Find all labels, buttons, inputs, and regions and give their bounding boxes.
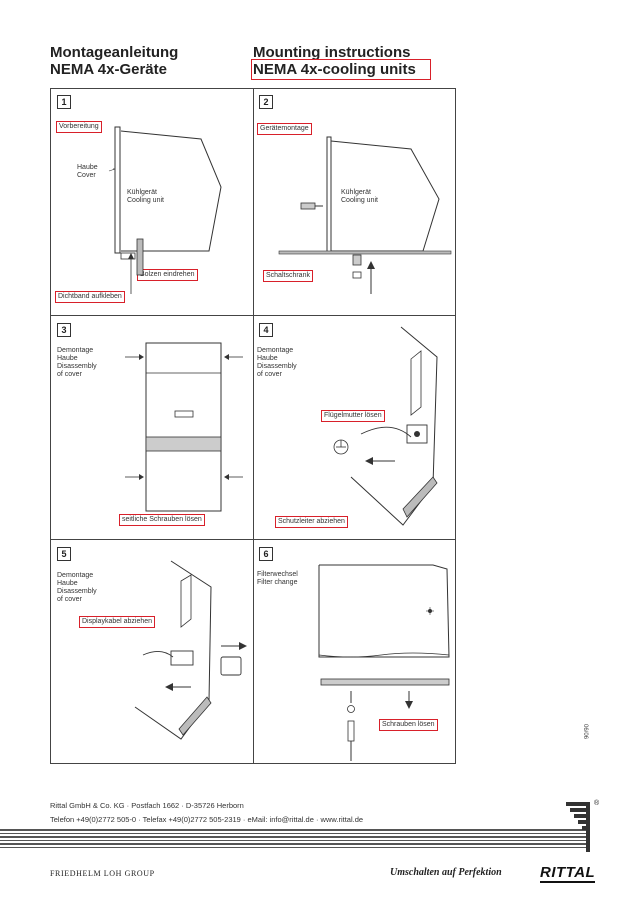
- grid-divider: [51, 539, 455, 540]
- slogan: Umschalten auf Perfektion: [390, 867, 502, 878]
- label-disassembly: Demontage Haube Disassembly of cover: [57, 572, 97, 603]
- footer-stripes: [0, 829, 590, 851]
- tag-screws: Schrauben lösen: [379, 719, 438, 731]
- label-hood: Haube Cover: [77, 164, 98, 179]
- title-en: Mounting instructions: [253, 44, 411, 61]
- group-name: FRIEDHELM LOH GROUP: [50, 869, 155, 878]
- panel-number: 6: [259, 547, 273, 561]
- illustration-display-cable: [134, 560, 247, 740]
- panel-number: 5: [57, 547, 71, 561]
- registered-mark: ®: [594, 800, 600, 807]
- tag-display-cable: Displaykabel abziehen: [79, 616, 156, 628]
- tag-wing-nut: Flügelmutter lösen: [321, 410, 385, 422]
- grid-divider: [51, 315, 455, 316]
- label-filter-change: Filterwechsel Filter change: [257, 571, 298, 586]
- illustration-cover-front: [125, 342, 243, 512]
- label-disassembly: Demontage Haube Disassembly of cover: [257, 347, 297, 378]
- tag-unit-mounting: Gerätemontage: [257, 123, 312, 135]
- grid-divider: [253, 89, 254, 763]
- panel-number: 2: [259, 95, 273, 109]
- label-unit: Kühlgerät Cooling unit: [127, 189, 164, 204]
- rittal-logo-icon: [566, 802, 590, 852]
- illustration-hood-unit: [108, 126, 222, 294]
- instruction-grid: 1 Vorbereitung Haube Cover Kühlgerät Coo…: [50, 88, 456, 764]
- panel-number: 3: [57, 323, 71, 337]
- label-disassembly: Demontage Haube Disassembly of cover: [57, 347, 97, 378]
- illustration-unit-mounting: [278, 136, 452, 294]
- panel-number: 4: [259, 323, 273, 337]
- tag-side-screws: seitliche Schrauben lösen: [119, 514, 205, 526]
- tag-preparation: Vorbereitung: [56, 121, 102, 133]
- tag-enclosure: Schaltschrank: [263, 270, 313, 282]
- label-unit: Kühlgerät Cooling unit: [341, 189, 378, 204]
- document-code: 06/06: [582, 724, 588, 740]
- footer-address: Rittal GmbH & Co. KG · Postfach 1662 · D…: [50, 801, 244, 810]
- tag-seal-tape: Dichtband aufkleben: [55, 291, 125, 303]
- brand-name: RITTAL: [540, 864, 596, 883]
- title-de: Montageanleitung: [50, 44, 179, 61]
- tag-earth-wire: Schutzleiter abziehen: [275, 516, 348, 528]
- panel-number: 1: [57, 95, 71, 109]
- subtitle-en: NEMA 4x-cooling units: [251, 59, 431, 80]
- subtitle-de: NEMA 4x-Geräte: [50, 61, 167, 78]
- footer-contact: Telefon +49(0)2772 505-0 · Telefax +49(0…: [50, 815, 364, 824]
- illustration-wing-nut: [333, 326, 438, 526]
- illustration-filter-change: [318, 564, 450, 761]
